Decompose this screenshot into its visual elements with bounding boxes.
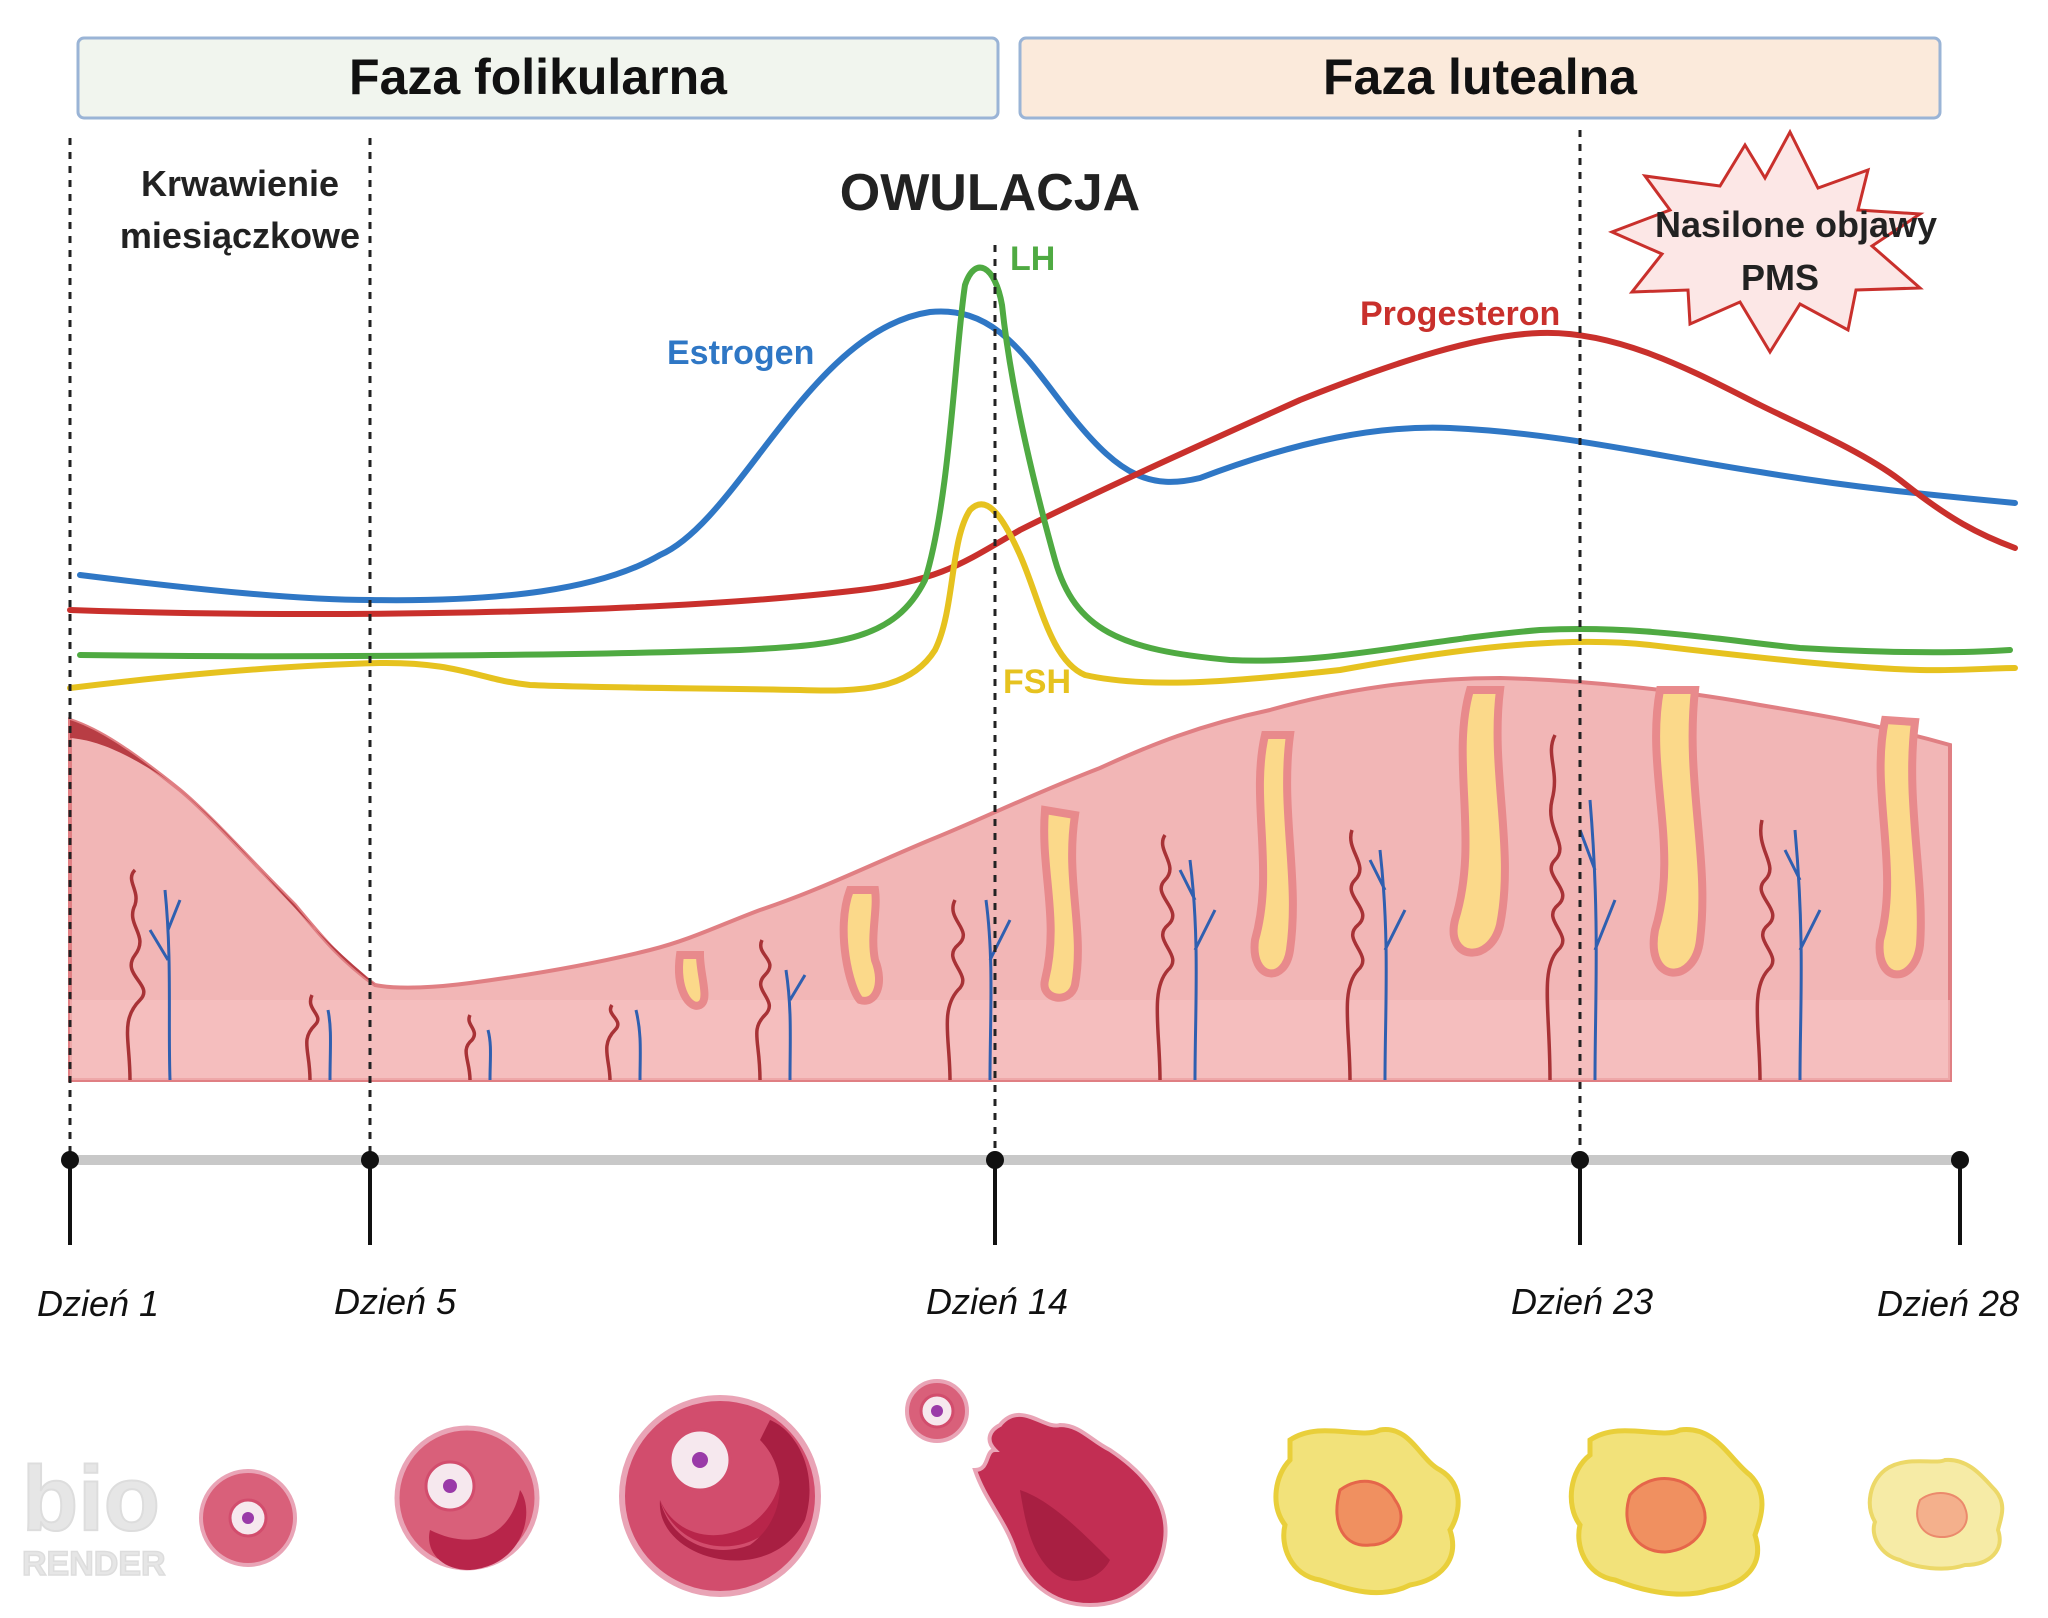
hormone-labels: Estrogen LH Progesteron FSH — [667, 240, 1560, 701]
corpus-luteum-early-icon — [1273, 1427, 1461, 1596]
logo-text-bio: bio — [22, 1448, 160, 1550]
endometrium-illustration — [68, 675, 1952, 1082]
lh-label: LH — [1010, 240, 1055, 278]
menstruation-label-line1: Krwawienie — [141, 163, 339, 204]
day-label-23: Dzień 23 — [1511, 1281, 1653, 1322]
day-label-28: Dzień 28 — [1877, 1283, 2019, 1324]
endometrial-veins — [148, 799, 1822, 1081]
progesterone-label: Progesteron — [1360, 295, 1560, 333]
corpus-luteum-mature-icon — [1568, 1427, 1765, 1597]
ovulation-label: OWULACJA — [840, 164, 1140, 222]
luteal-phase-box — [1018, 36, 1942, 120]
timeline-ticks — [68, 1160, 1962, 1245]
spiral-arteries — [125, 734, 1775, 1081]
hormone-curves — [67, 264, 2018, 694]
biorender-logo: bio RENDER — [21, 1447, 166, 1584]
pms-label-line1: Nasilone objawy — [1655, 204, 1937, 245]
pms-burst-icon — [1608, 128, 1925, 355]
estrogen-curve — [77, 308, 2018, 604]
primordial-follicle-icon — [199, 1469, 297, 1567]
day-label-14: Dzień 14 — [926, 1281, 1068, 1322]
phase-header: Faza folikularna Faza lutealna — [76, 36, 1942, 120]
endometrial-glands — [675, 686, 1925, 1010]
day-markers — [68, 130, 1582, 1160]
day-label-5: Dzień 5 — [334, 1281, 457, 1322]
menstruation-label-line2: miesiączkowe — [120, 215, 360, 256]
luteal-phase-label: Faza lutealna — [1323, 49, 1638, 105]
follicular-phase-box — [76, 36, 1000, 120]
annotations: Krwawienie miesiączkowe OWULACJA Nasilon… — [120, 128, 1937, 355]
timeline-axis: Dzień 1 Dzień 5 Dzień 14 Dzień 23 Dzień … — [37, 1151, 2019, 1324]
fsh-label: FSH — [1003, 663, 1071, 701]
shedding-layer — [70, 720, 375, 985]
endometrium-lower-band — [70, 1000, 1950, 1080]
ovulation-icon — [905, 1379, 1168, 1608]
day-label-1: Dzień 1 — [37, 1283, 159, 1324]
mature-follicle-icon — [619, 1395, 821, 1597]
logo-text-render: RENDER — [22, 1545, 166, 1583]
estrogen-label: Estrogen — [667, 334, 814, 372]
lh-curve — [77, 264, 2013, 664]
follicle-stages — [199, 1379, 2005, 1608]
pms-label-line2: PMS — [1741, 257, 1819, 298]
progesterone-curve — [67, 329, 2018, 617]
follicular-phase-label: Faza folikularna — [349, 49, 728, 105]
growing-follicle-icon — [394, 1425, 540, 1571]
timeline-dots — [61, 1151, 1969, 1169]
corpus-luteum-regressing-icon — [1867, 1457, 2005, 1571]
